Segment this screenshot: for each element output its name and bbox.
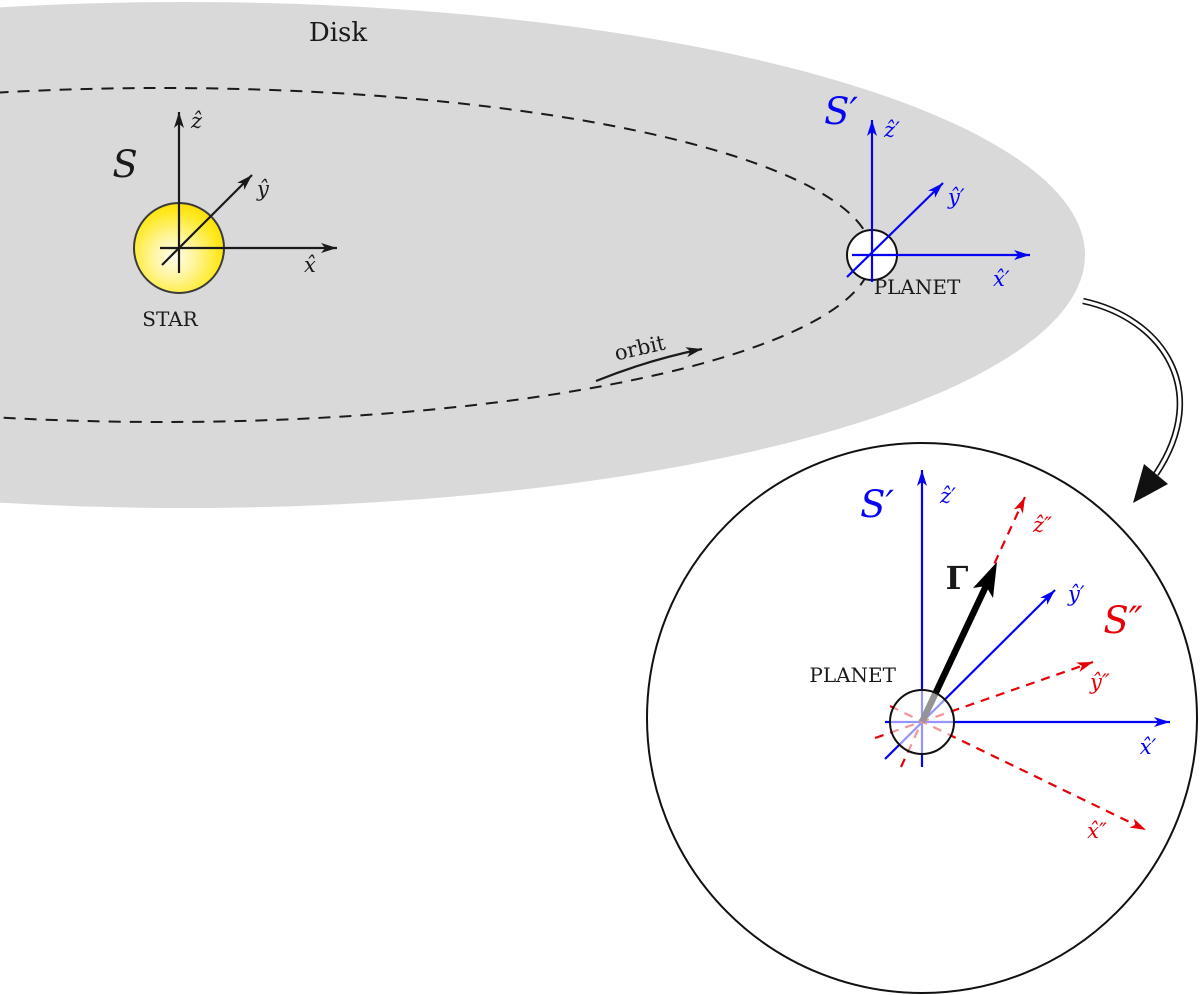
s-y-axis	[161, 174, 253, 266]
inset-frame-doubleprime-label: S″	[1103, 599, 1142, 642]
planet-caption: PLANET	[874, 275, 961, 299]
torque-arrowhead	[973, 562, 997, 598]
inset-planet-caption: PLANET	[809, 663, 896, 687]
inset-z-doubleprime-label: ẑ″	[1032, 513, 1052, 537]
orbit-direction-arrow	[595, 347, 703, 383]
torque-label: Γ	[946, 559, 969, 597]
planet-x-axis-label: x̂′	[993, 267, 1010, 291]
planet-z-axis-label: ẑ′	[883, 118, 900, 142]
inset-y-prime-label: ŷ′	[1067, 582, 1085, 606]
frame-s-axes	[160, 112, 337, 273]
inset-x-doubleprime-label: x̂″	[1087, 819, 1107, 843]
star-y-axis-label: ŷ	[256, 177, 270, 201]
zoom-callout-arrow	[1082, 297, 1184, 503]
disk-label: Disk	[309, 18, 368, 48]
zoom-callout-arrowhead	[1133, 464, 1168, 503]
star-frame-label: S	[112, 143, 137, 186]
inset-planet	[889, 689, 955, 755]
star-x-axis-label: x̂	[304, 253, 316, 277]
inset-x-prime-label: x̂′	[1140, 735, 1157, 759]
inset-frame-prime-label: S′	[860, 483, 894, 526]
planet-y-axis-label: ŷ′	[947, 185, 965, 209]
star-z-axis-label: ẑ	[190, 109, 203, 133]
inset-z-prime-label: ẑ′	[939, 484, 956, 508]
inset-y-doubleprime-label: ŷ″	[1089, 670, 1110, 694]
disk-shape	[0, 2, 1085, 508]
star-caption: STAR	[142, 307, 198, 331]
frame-s-prime-axes	[846, 120, 1030, 282]
s-prime-y-axis	[846, 182, 944, 278]
planet-frame-label: S′	[824, 90, 858, 133]
